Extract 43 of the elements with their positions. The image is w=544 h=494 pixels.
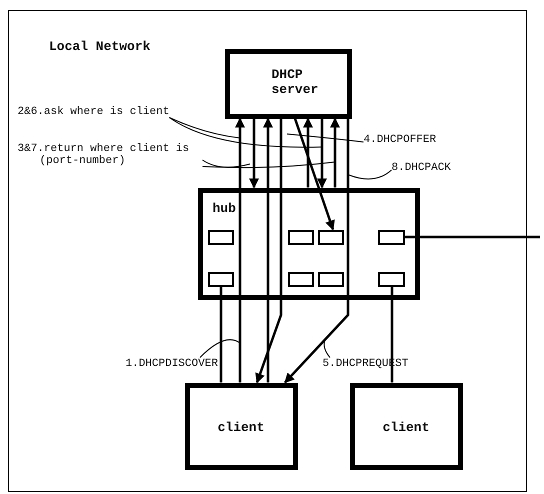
arrow <box>317 118 327 188</box>
port-box <box>318 272 344 286</box>
server-box <box>224 48 352 118</box>
leader-line <box>202 160 250 168</box>
node-label: DHCP server <box>272 66 316 96</box>
arrow <box>263 118 273 382</box>
connector-line <box>220 286 222 382</box>
hub-box <box>198 188 420 300</box>
leader-line <box>324 340 330 358</box>
port-box <box>318 230 344 244</box>
leader-line <box>202 162 336 168</box>
arrow <box>255 118 282 384</box>
leader-line <box>168 117 240 138</box>
callout-label: 8.DHCPACK <box>392 162 451 174</box>
port-box <box>378 272 404 286</box>
arrow <box>294 118 335 230</box>
arrow <box>303 118 313 188</box>
leader-line <box>286 134 364 142</box>
frame-label: Local Network <box>49 39 150 54</box>
callout-label: 1.DHCPDISCOVER <box>126 358 218 370</box>
port-box <box>208 230 234 244</box>
port-box <box>378 230 404 244</box>
leader-line <box>200 339 240 358</box>
callout-label: 4.DHCPOFFER <box>364 134 436 146</box>
arrow <box>249 118 259 188</box>
node-label: hub <box>212 200 236 216</box>
client-box <box>184 382 298 470</box>
leader-line <box>348 170 392 180</box>
network-frame <box>8 10 527 492</box>
node-label: client <box>382 420 430 434</box>
leader-line <box>168 117 322 148</box>
callout-label: 2&6.ask where is client <box>18 106 170 118</box>
callout-label: 3&7.return where client is (port-number) <box>18 142 202 166</box>
port-box <box>208 272 234 286</box>
port-box <box>288 272 314 286</box>
arrow <box>235 118 245 382</box>
connector-line <box>390 286 394 382</box>
port-box <box>288 230 314 244</box>
node-label: client <box>216 420 266 434</box>
arrow <box>284 118 350 384</box>
connector-line <box>404 236 540 238</box>
arrow <box>330 118 340 188</box>
client-box <box>350 382 462 470</box>
